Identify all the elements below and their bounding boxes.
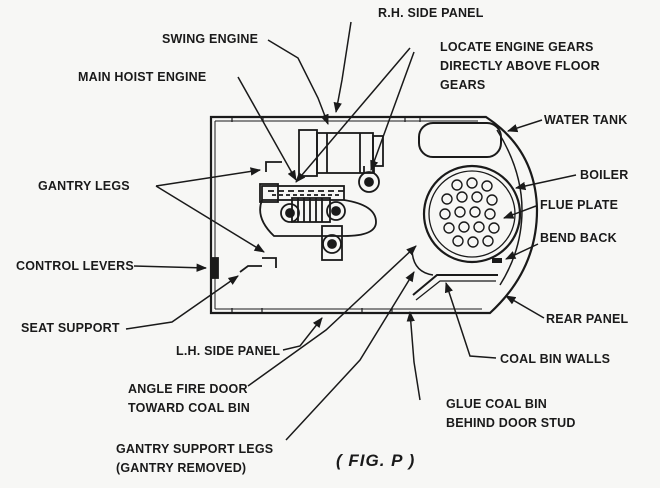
label-water-tank: WATER TANK — [544, 113, 628, 127]
label-coal-bin-walls: COAL BIN WALLS — [500, 352, 611, 366]
leader-lines — [125, 21, 577, 441]
bend-back-tab — [492, 258, 502, 263]
flue-plate — [439, 177, 500, 248]
label-locate-gears-3: GEARS — [440, 78, 486, 92]
water-tank — [418, 122, 502, 158]
label-glue-coal-bin-2: BEHIND DOOR STUD — [446, 416, 576, 430]
boiler — [422, 164, 522, 264]
coal-bin-walls — [412, 274, 498, 296]
gantry-legs — [262, 161, 282, 268]
label-gantry-support-1: GANTRY SUPPORT LEGS — [116, 442, 274, 456]
label-rear-panel: REAR PANEL — [546, 312, 629, 326]
label-seat-support: SEAT SUPPORT — [21, 321, 120, 335]
label-lh-side-panel: L.H. SIDE PANEL — [176, 344, 281, 358]
label-gantry-support-2: (GANTRY REMOVED) — [116, 461, 247, 475]
label-main-hoist: MAIN HOIST ENGINE — [78, 70, 207, 84]
label-locate-gears-1: LOCATE ENGINE GEARS — [440, 40, 594, 54]
label-bend-back: BEND BACK — [540, 231, 617, 245]
figure-caption: ( FIG. P ) — [336, 451, 416, 470]
swing-engine — [298, 129, 384, 193]
label-glue-coal-bin-1: GLUE COAL BIN — [446, 397, 547, 411]
label-swing-engine: SWING ENGINE — [162, 32, 259, 46]
label-gantry-legs: GANTRY LEGS — [38, 179, 130, 193]
label-flue-plate: FLUE PLATE — [540, 198, 619, 212]
label-rh-side-panel: R.H. SIDE PANEL — [378, 6, 484, 20]
label-boiler: BOILER — [580, 168, 629, 182]
label-angle-fire-door-2: TOWARD COAL BIN — [128, 401, 250, 415]
label-locate-gears-2: DIRECTLY ABOVE FLOOR — [440, 59, 600, 73]
main-hoist-engine — [259, 183, 377, 261]
label-angle-fire-door-1: ANGLE FIRE DOOR — [128, 382, 248, 396]
label-control-levers: CONTROL LEVERS — [16, 259, 134, 273]
control-levers — [211, 257, 262, 279]
inner-curved-wall — [496, 129, 523, 286]
